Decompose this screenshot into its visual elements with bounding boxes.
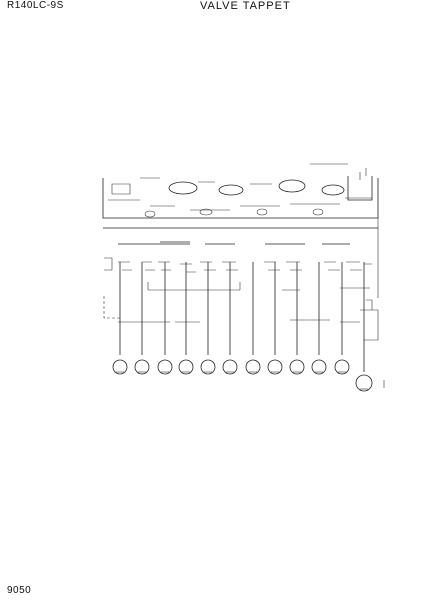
guide-brackets bbox=[103, 282, 379, 341]
model-code: R140LC-9S bbox=[7, 0, 64, 11]
page-title: VALVE TAPPET bbox=[200, 0, 291, 12]
valve-tappets bbox=[112, 359, 373, 392]
page-number: 9050 bbox=[7, 585, 32, 596]
push-rods bbox=[119, 262, 365, 372]
rocker-arms bbox=[104, 241, 372, 273]
rocker-assembly bbox=[102, 163, 379, 219]
